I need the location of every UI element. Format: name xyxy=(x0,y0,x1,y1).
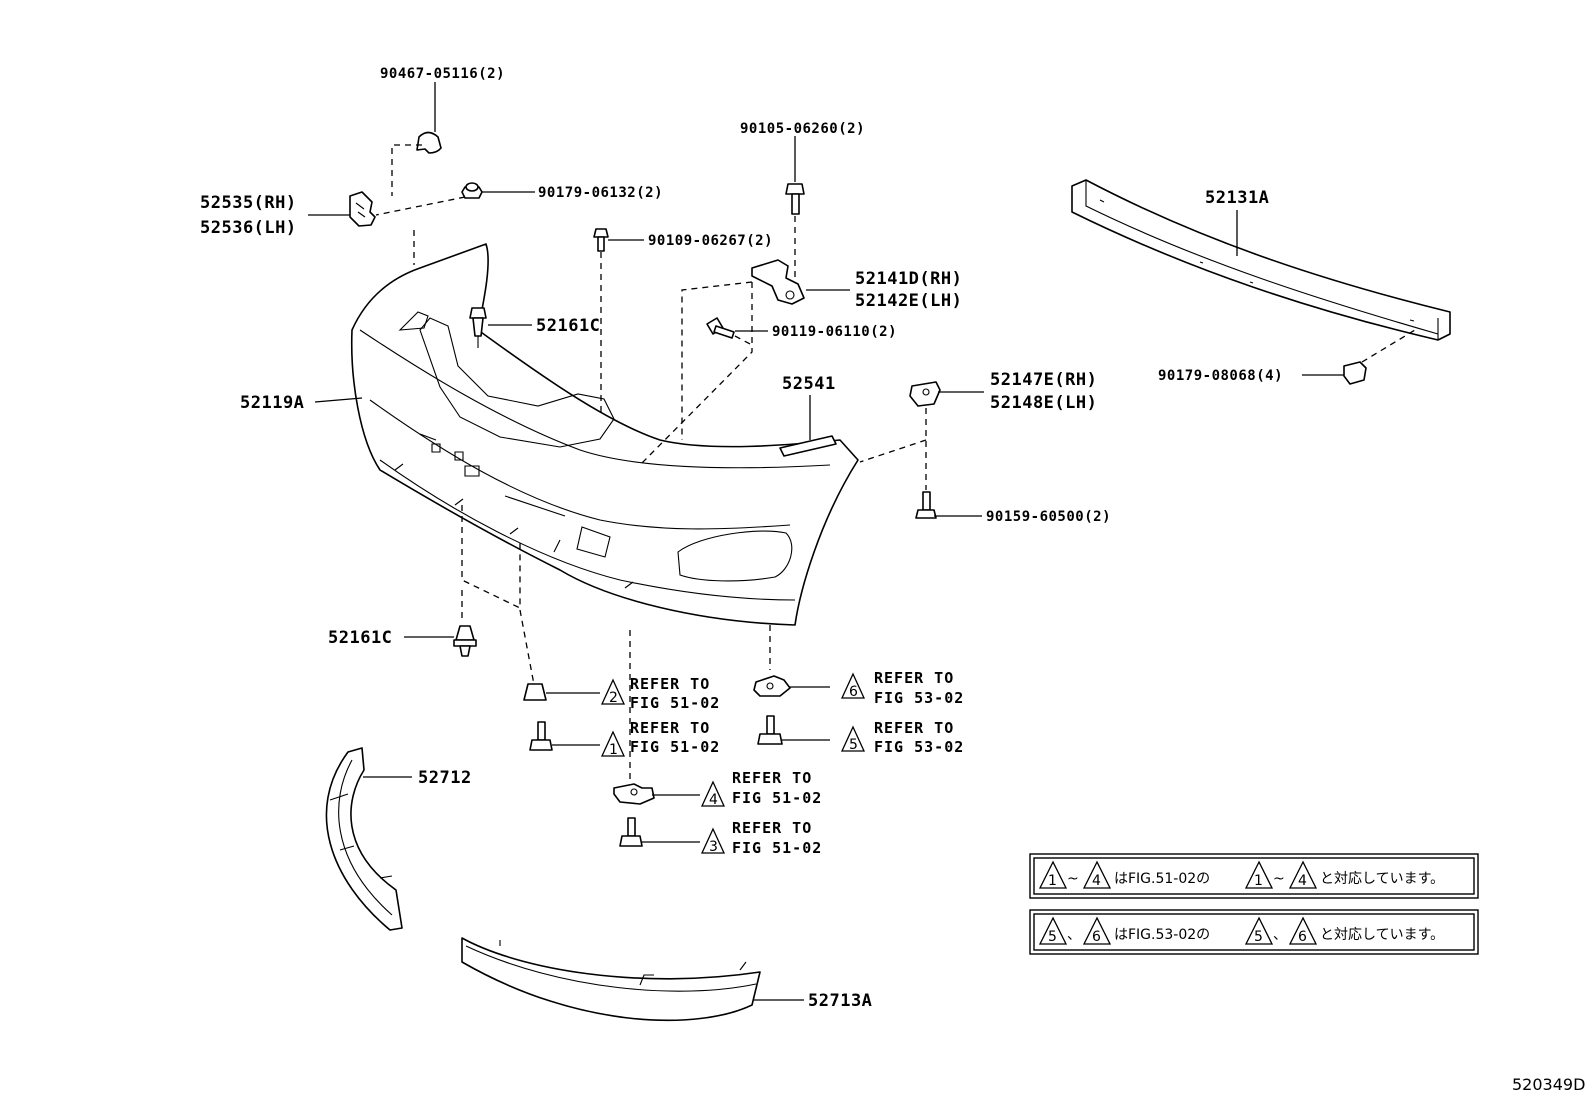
label-nut-90179-08068: 90179-08068(4) xyxy=(1158,368,1283,384)
ref-line1-3: REFER TO xyxy=(732,819,812,837)
ref-line1-5: REFER TO xyxy=(874,719,954,737)
ref-number-2: 2 xyxy=(609,690,618,706)
screw-ref1 xyxy=(529,721,553,751)
figure-id: 520349D xyxy=(1512,1075,1585,1094)
note1-sep: ~ xyxy=(1067,871,1079,887)
ref-callout-4: 4 REFER TO FIG 51-02 xyxy=(700,769,822,808)
label-bracket-lh: 52536(LH) xyxy=(200,218,297,238)
screw-90159 xyxy=(915,491,937,519)
ref-callout-5: 5 REFER TO FIG 53-02 xyxy=(840,719,964,756)
screw-ref5 xyxy=(757,715,783,745)
ref-line2-3: FIG 51-02 xyxy=(732,839,822,857)
bolt-90105 xyxy=(785,183,805,215)
ref-number-1: 1 xyxy=(609,742,618,758)
ref-line1-6: REFER TO xyxy=(874,669,954,687)
ref-number-3: 3 xyxy=(709,839,718,855)
bolt-90109 xyxy=(593,228,609,252)
note2-num-a: 5 xyxy=(1048,929,1057,945)
label-retainer-bottom: 52161C xyxy=(328,628,392,648)
note1-mid: はFIG.51-02の xyxy=(1114,871,1210,887)
bracket-ref6 xyxy=(753,675,791,697)
ref-line1-4: REFER TO xyxy=(732,769,812,787)
note2-num-b: 6 xyxy=(1092,929,1101,945)
ref-callout-2: 2 REFER TO FIG 51-02 xyxy=(600,675,720,712)
ref-line2-1: FIG 51-02 xyxy=(630,738,720,756)
label-support-rh: 52141D(RH) xyxy=(855,269,962,289)
label-side-support-lh: 52148E(LH) xyxy=(990,393,1097,413)
label-reinforcement: 52131A xyxy=(1205,188,1269,208)
label-bracket-rh: 52535(RH) xyxy=(200,193,297,213)
support-52141D xyxy=(751,259,805,305)
note1-num-d: 4 xyxy=(1298,873,1307,889)
note-box-2: 5 、 6 はFIG.53-02の 5 、 6 と対応しています。 xyxy=(1029,909,1479,955)
label-screw-90159: 90159-60500(2) xyxy=(986,509,1111,525)
note1-num-b: 4 xyxy=(1092,873,1101,889)
label-clip-90467: 90467-05116(2) xyxy=(380,66,505,82)
screw-ref3 xyxy=(619,817,643,847)
side-support-52147E xyxy=(909,381,941,407)
label-bolt-90105: 90105-06260(2) xyxy=(740,121,865,137)
label-bolt-90109: 90109-06267(2) xyxy=(648,233,773,249)
label-cover: 52119A xyxy=(240,393,304,413)
label-nut-90179-06132: 90179-06132(2) xyxy=(538,185,663,201)
ref-line2-6: FIG 53-02 xyxy=(874,689,964,707)
ref-number-4: 4 xyxy=(709,792,718,808)
clip-ref2 xyxy=(523,683,547,701)
bracket-52535 xyxy=(349,191,376,227)
note2-num-c: 5 xyxy=(1254,929,1263,945)
bracket-ref4 xyxy=(613,783,655,805)
ref-line2-5: FIG 53-02 xyxy=(874,738,964,756)
reinforcement-52131A xyxy=(1071,179,1451,341)
note2-num-d: 6 xyxy=(1298,929,1307,945)
retainer-52161C-top xyxy=(469,307,487,348)
label-retainer-top: 52161C xyxy=(536,316,600,336)
ref-callout-3: 3 REFER TO FIG 51-02 xyxy=(700,819,822,857)
label-moulding-side: 52712 xyxy=(418,768,472,788)
note2-sep: 、 xyxy=(1067,927,1081,943)
ref-callout-1: 1 REFER TO FIG 51-02 xyxy=(600,719,720,758)
spacer-52541 xyxy=(779,435,837,457)
moulding-52713A xyxy=(461,937,761,1022)
label-screw-90119: 90119-06110(2) xyxy=(772,324,897,340)
ref-number-5: 5 xyxy=(849,737,858,753)
note1-num-c: 1 xyxy=(1254,873,1263,889)
label-moulding-lower: 52713A xyxy=(808,991,872,1011)
ref-line2-4: FIG 51-02 xyxy=(732,789,822,807)
note1-sep2: ~ xyxy=(1273,871,1285,887)
nut-90179-06132 xyxy=(461,182,483,199)
note2-mid: はFIG.53-02の xyxy=(1114,927,1210,943)
nut-90179-08068 xyxy=(1343,361,1367,385)
screw-90119 xyxy=(706,317,735,339)
note1-num-a: 1 xyxy=(1048,873,1057,889)
note-box-1: 1 ~ 4 はFIG.51-02の 1 ~ 4 と対応しています。 xyxy=(1029,853,1479,899)
note2-sep2: 、 xyxy=(1273,927,1287,943)
ref-number-6: 6 xyxy=(849,684,858,700)
label-spacer: 52541 xyxy=(782,374,836,394)
note1-tail: と対応しています。 xyxy=(1320,871,1444,887)
ref-line1-1: REFER TO xyxy=(630,719,710,737)
label-side-support-rh: 52147E(RH) xyxy=(990,370,1097,390)
label-support-lh: 52142E(LH) xyxy=(855,291,962,311)
note2-tail: と対応しています。 xyxy=(1320,927,1444,943)
moulding-52712 xyxy=(325,747,403,931)
ref-line2-2: FIG 51-02 xyxy=(630,694,720,712)
retainer-52161C-bottom xyxy=(453,625,477,657)
clip-90467 xyxy=(416,131,442,154)
ref-callout-6: 6 REFER TO FIG 53-02 xyxy=(840,669,964,707)
ref-line1-2: REFER TO xyxy=(630,675,710,693)
